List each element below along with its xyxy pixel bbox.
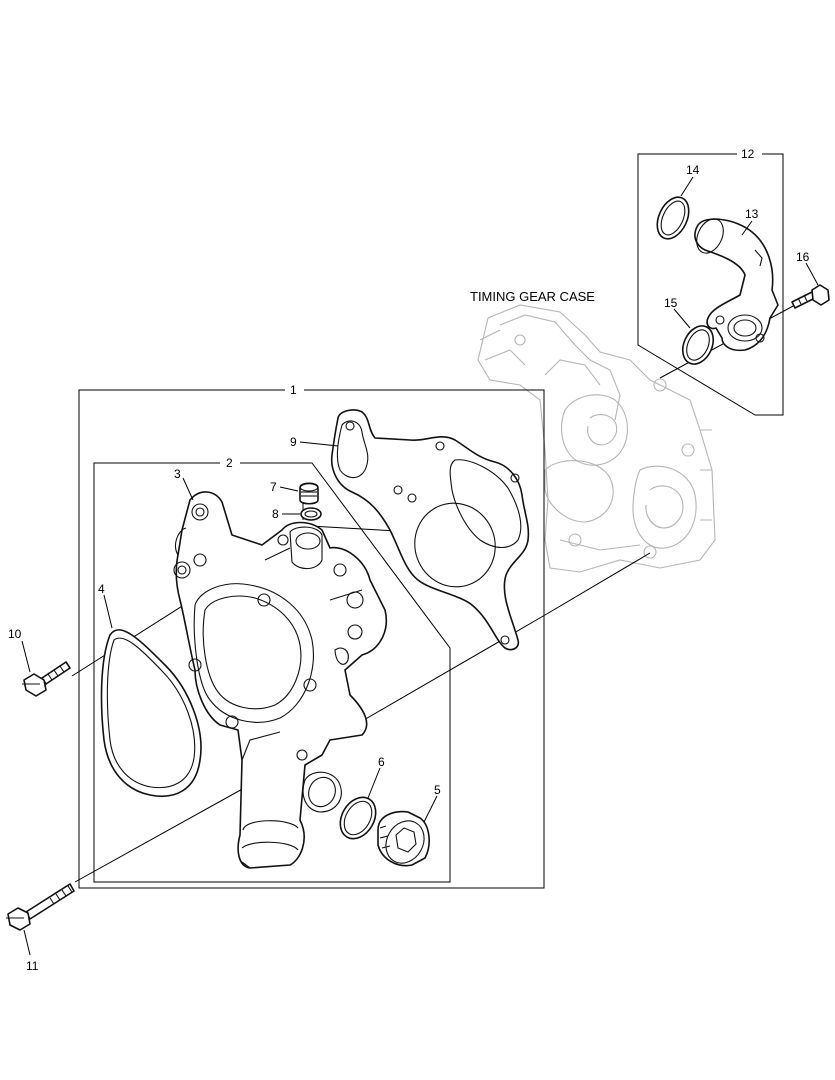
small-o-ring	[300, 507, 322, 521]
group-frame-2	[93, 462, 451, 883]
gasket	[330, 409, 530, 651]
callout-1: 1	[290, 383, 297, 397]
flange-o-ring	[681, 325, 715, 365]
timing-gear-case	[477, 304, 716, 573]
large-o-ring	[100, 629, 202, 797]
callout-4: 4	[98, 582, 105, 596]
outlet-o-ring	[656, 196, 690, 240]
group-frame-1	[78, 389, 545, 889]
callout-13: 13	[745, 207, 759, 221]
long-bolt	[6, 883, 75, 931]
callout-7: 7	[270, 480, 277, 494]
callout-16: 16	[796, 250, 810, 264]
outlet-bolt	[791, 284, 830, 309]
callout-9: 9	[290, 435, 297, 449]
medium-o-ring	[339, 796, 377, 840]
callout-2: 2	[226, 456, 233, 470]
callout-14: 14	[686, 163, 700, 177]
water-outlet-pipe	[694, 218, 779, 352]
callout-8: 8	[272, 507, 279, 521]
short-bolt	[22, 661, 71, 697]
hex-plug	[377, 810, 430, 867]
callout-15: 15	[664, 296, 678, 310]
callout-11: 11	[26, 959, 39, 973]
group-frame-12	[637, 153, 784, 416]
callout-3: 3	[174, 467, 181, 481]
callout-5: 5	[434, 783, 441, 797]
callout-12: 12	[741, 147, 755, 161]
small-plug	[299, 482, 319, 505]
water-pump-housing	[173, 491, 387, 869]
callout-10: 10	[8, 627, 22, 641]
callout-6: 6	[378, 755, 385, 769]
timing-gear-case-label: TIMING GEAR CASE	[470, 289, 595, 304]
